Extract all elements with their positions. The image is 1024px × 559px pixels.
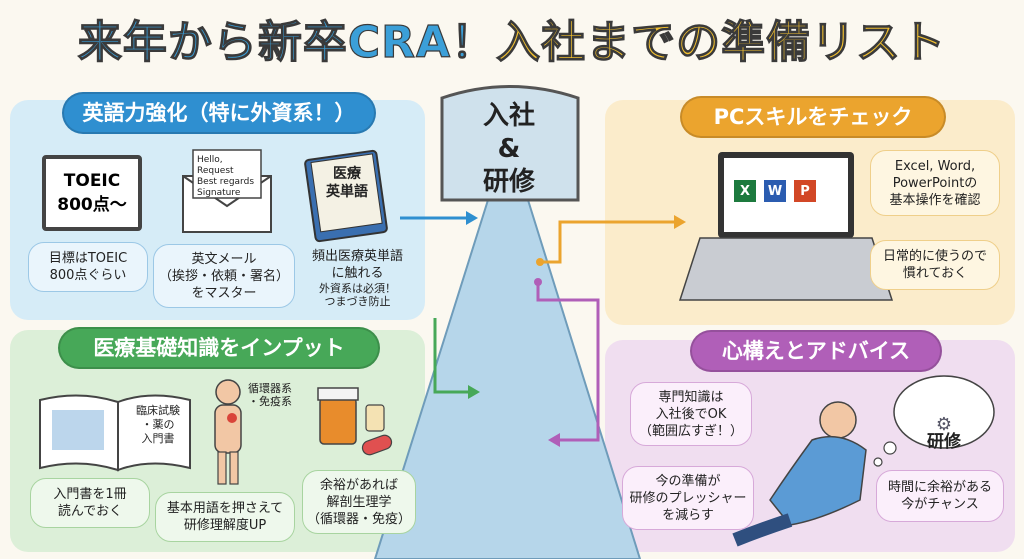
- gate-arch: [440, 85, 580, 202]
- toeic-goal-line1: 目標はTOEIC: [48, 251, 128, 266]
- gate-line2: &: [497, 134, 521, 164]
- intro-book-title: 臨床試験 ・薬の 入門書: [128, 404, 188, 446]
- pressure-tip-line2: 研修のプレッシャー: [629, 490, 747, 506]
- purple-arrow: [536, 282, 600, 442]
- anatomy-advice: 余裕があれば 解剖生理学 （循環器・免疫）: [302, 470, 416, 534]
- daily-use-tip-line1: 日常的に使うので: [882, 249, 987, 264]
- knowledge-later-tip-line3: （範囲広すぎ！）: [638, 423, 743, 439]
- email-mastery-line2: （挨拶・依頼・署名）: [158, 268, 289, 284]
- email-mastery-line1: 英文メール: [191, 251, 257, 267]
- intro-book-line1: 臨床試験: [136, 404, 180, 417]
- toeic-goal-line2: 800点ぐらい: [49, 268, 127, 283]
- vocab-book-line1: 医療: [333, 166, 361, 182]
- envelope-icon: [182, 149, 272, 233]
- office-check: Excel, Word, PowerPointの 基本操作を確認: [870, 150, 1000, 216]
- excel-icon: X: [739, 184, 751, 199]
- office-check-line2: PowerPointの: [892, 175, 978, 191]
- chance-tip: 時間に余裕がある 今がチャンス: [876, 470, 1004, 522]
- orange-arrowhead-icon: [674, 215, 686, 229]
- anatomy-advice-line1: 余裕があれば: [319, 477, 398, 493]
- pressure-tip-line3: を減らす: [662, 507, 714, 523]
- green-arrowhead-icon: [468, 385, 480, 399]
- terms-advice: 基本用語を押さえて 研修理解度UP: [155, 492, 295, 542]
- pc-header: PCスキルをチェック: [680, 96, 946, 138]
- gate-line1: 入社: [482, 101, 535, 131]
- anatomy-advice-line2: 解剖生理学: [326, 494, 392, 510]
- vocab-advice-line3: 外資系は必須！: [319, 282, 396, 295]
- toeic-line1: TOEIC: [63, 171, 121, 191]
- body-label: 循環器系 ・免疫系: [248, 382, 306, 408]
- vocab-advice: 頻出医療英単語 に触れる 外資系は必須！ つまづき防止: [300, 248, 415, 308]
- orange-arrow: [540, 220, 678, 264]
- chance-tip-line2: 今がチャンス: [901, 497, 979, 512]
- green-arrow: [433, 318, 472, 394]
- body-label-line2: ・免疫系: [248, 395, 292, 408]
- knowledge-later-tip-line1: 専門知識は: [658, 389, 724, 405]
- knowledge-later-tip: 専門知識は 入社後でOK （範囲広すぎ！）: [630, 382, 752, 446]
- daily-use-tip-line2: 慣れておく: [902, 266, 968, 281]
- knowledge-later-tip-line2: 入社後でOK: [655, 406, 727, 422]
- toeic-sign: TOEIC 800点〜: [42, 155, 142, 231]
- title-part2: 入社までの準備リスト: [496, 16, 947, 68]
- letter-line4: Signature: [197, 188, 241, 198]
- mindset-header: 心構えとアドバイス: [690, 330, 942, 372]
- medicine-icon: [317, 387, 393, 456]
- pressure-tip: 今の準備が 研修のプレッシャー を減らす: [622, 466, 754, 530]
- email-mastery-line3: をマスター: [191, 285, 257, 301]
- email-mastery: 英文メール （挨拶・依頼・署名） をマスター: [153, 244, 295, 308]
- vocab-advice-line1: 頻出医療英単語: [311, 249, 403, 264]
- letter-line1: Hello,: [197, 155, 223, 165]
- letter-line3: Best regards: [197, 177, 255, 187]
- title-part1: 来年から新卒CRA！: [77, 16, 497, 68]
- purple-arrow-dot-icon: [534, 278, 542, 286]
- thought-text: ⚙ 研修: [914, 416, 974, 451]
- vocab-advice-line2: に触れる: [331, 266, 384, 281]
- orange-arrow-dot-icon: [536, 258, 544, 266]
- vocab-book-icon: [304, 149, 388, 243]
- office-check-line3: 基本操作を確認: [889, 192, 981, 208]
- toeic-line2: 800点〜: [57, 195, 127, 215]
- terms-advice-line1: 基本用語を押さえて: [166, 501, 284, 516]
- gate-label: 入社 & 研修: [440, 100, 578, 199]
- intro-book-advice-line2: 読んでおく: [57, 504, 123, 519]
- terms-advice-line2: 研修理解度UP: [183, 518, 267, 533]
- open-book-icon: [39, 394, 191, 472]
- page-title: 来年から新卒CRA！入社までの準備リスト: [0, 6, 1024, 70]
- purple-arrowhead-icon: [548, 433, 560, 447]
- body-label-line1: 循環器系: [248, 382, 292, 395]
- intro-book-line2: ・薬の: [141, 418, 175, 431]
- blue-arrowhead-icon: [466, 211, 478, 225]
- word-icon: W: [767, 184, 783, 199]
- pressure-tip-line1: 今の準備が: [655, 473, 721, 489]
- intro-book-line3: 入門書: [141, 432, 175, 445]
- english-header: 英語力強化（特に外資系！）: [62, 92, 376, 134]
- toeic-goal: 目標はTOEIC 800点ぐらい: [28, 242, 148, 292]
- chance-tip-line1: 時間に余裕がある: [887, 480, 992, 495]
- medical-header: 医療基礎知識をインプット: [58, 327, 380, 369]
- powerpoint-icon: P: [800, 184, 810, 199]
- intro-book-advice: 入門書を1冊 読んでおく: [30, 478, 150, 528]
- vocab-advice-line4: つまづき防止: [324, 295, 391, 308]
- vocab-book-line2: 英単語: [326, 184, 368, 200]
- thought-label: 研修: [927, 432, 961, 452]
- intro-book-advice-line1: 入門書を1冊: [53, 487, 127, 502]
- gear-icon: ⚙: [935, 414, 953, 435]
- human-body-icon: [214, 379, 242, 485]
- gate-line3: 研修: [482, 167, 535, 197]
- letter-text: Hello, Request Best regards Signature: [197, 155, 259, 199]
- office-app-letters: X W P: [734, 181, 816, 203]
- vocab-book-title: 医療 英単語: [318, 165, 376, 201]
- resting-person-icon: [732, 401, 867, 547]
- letter-line2: Request: [197, 166, 234, 176]
- daily-use-tip: 日常的に使うので 慣れておく: [870, 240, 1000, 290]
- laptop-icon: [678, 152, 894, 301]
- thought-cloud-icon: [873, 375, 995, 467]
- office-check-line1: Excel, Word,: [894, 158, 976, 174]
- anatomy-advice-line3: （循環器・免疫）: [306, 511, 411, 527]
